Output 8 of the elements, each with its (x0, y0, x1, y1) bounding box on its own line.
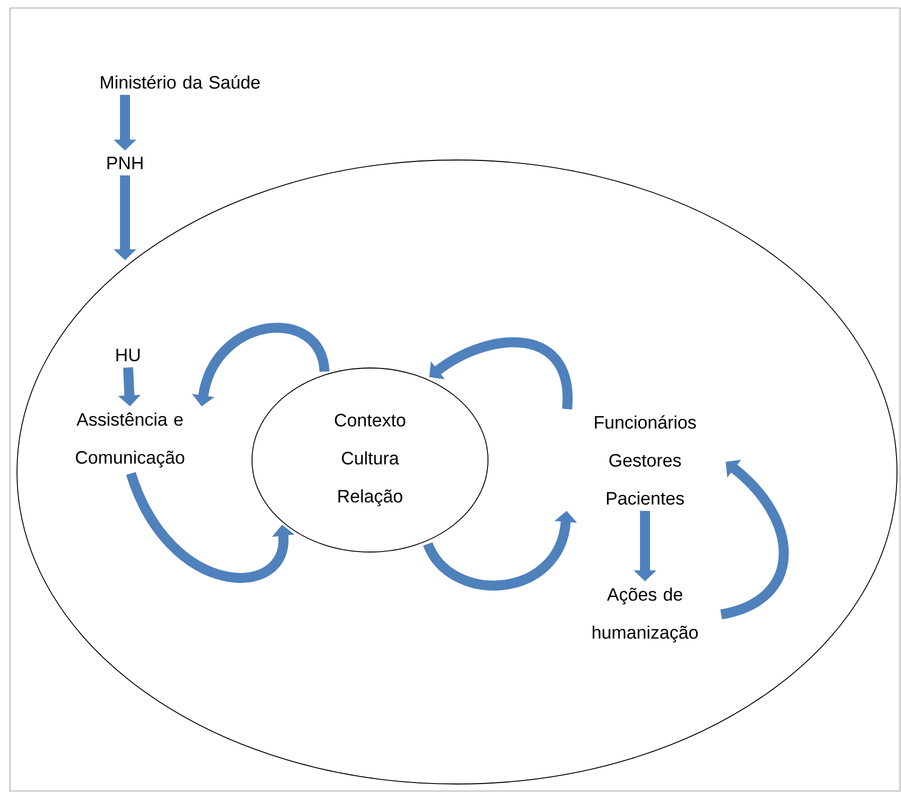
label-text: Ações de humanização (592, 588, 698, 642)
label-text: Assistência e Comunicação (76, 412, 184, 468)
label-text: PNH (107, 156, 143, 170)
label-text: Ministério da Saúde (100, 75, 260, 89)
label-text: Funcionários Gestores Pacientes (594, 415, 696, 505)
arrow (429, 337, 572, 410)
ellipse-node: Contexto Cultura Relação (252, 368, 488, 552)
label-text: HU (116, 348, 140, 362)
